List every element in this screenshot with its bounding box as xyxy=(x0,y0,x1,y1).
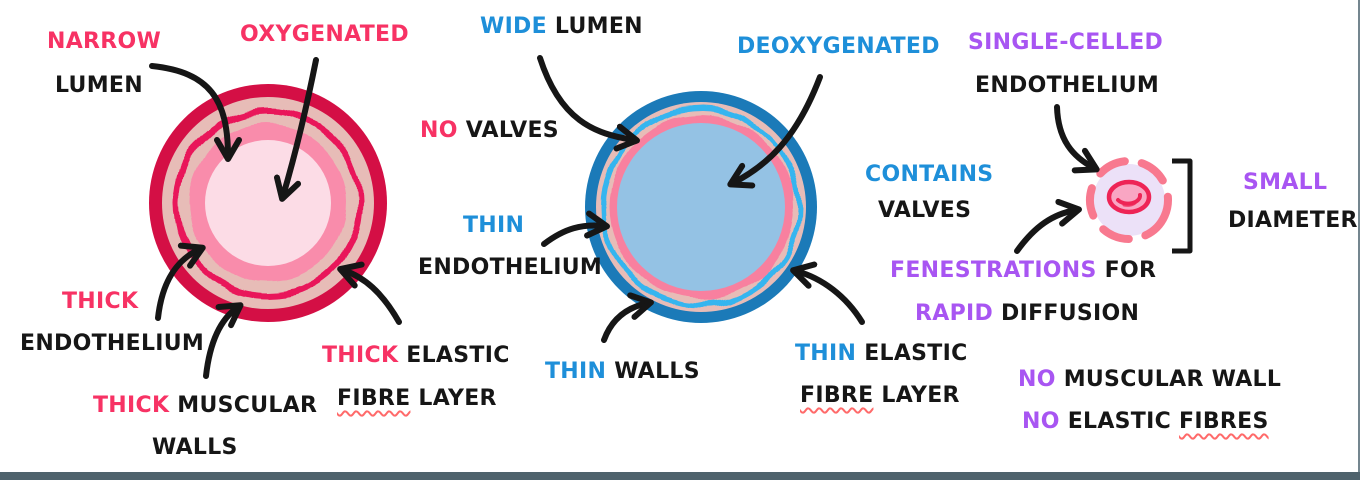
endothelium-text: ENDOTHELIUM xyxy=(418,255,603,280)
arrow-thin-endothelium xyxy=(541,210,610,247)
fibres-text: FIBRES xyxy=(1179,409,1269,434)
label-narrow: NARROW xyxy=(47,31,161,53)
annotation-arrows xyxy=(149,55,1100,379)
no-text: NO xyxy=(1022,409,1060,434)
fibre-text: FIBRE xyxy=(337,386,411,411)
label-thick-muscular-line2: WALLS xyxy=(152,437,238,459)
label-thin-elastic-line2: FIBRE LAYER xyxy=(800,385,960,407)
label-thin-walls: THIN WALLS xyxy=(545,361,700,383)
narrow-text: NARROW xyxy=(47,29,162,54)
page-right-edge xyxy=(1358,0,1360,480)
label-thick-muscular: THICK MUSCULAR xyxy=(93,395,317,417)
diffusion-text: DIFFUSION xyxy=(1001,301,1140,326)
label-single-celled-line2: ENDOTHELIUM xyxy=(975,75,1159,97)
label-wide-lumen: WIDE LUMEN xyxy=(480,16,643,38)
oxygenated-text: OXYGENATED xyxy=(240,22,409,47)
diameter-text: DIAMETER xyxy=(1228,208,1358,233)
artery-lumen xyxy=(205,140,331,266)
capillary-cross-section xyxy=(1086,157,1193,254)
endothelium-text: ENDOTHELIUM xyxy=(975,73,1160,98)
walls-text: WALLS xyxy=(614,359,700,384)
layer-text: LAYER xyxy=(881,383,960,408)
label-rapid-diffusion: RAPID DIFFUSION xyxy=(915,303,1139,325)
no-text: NO xyxy=(1018,367,1056,392)
label-contains-valves-line2: VALVES xyxy=(878,200,971,222)
arrow-thin-elastic-fibre xyxy=(790,261,865,325)
arrow-thick-elastic-fibre xyxy=(337,261,402,325)
thin-text: THIN xyxy=(463,213,525,238)
arrow-deoxygenated xyxy=(727,74,823,189)
muscular-text: MUSCULAR xyxy=(177,393,318,418)
vein-lumen xyxy=(617,123,785,291)
lumen-text: LUMEN xyxy=(554,14,643,39)
artery-elastic-fibre-line xyxy=(173,108,363,298)
label-contains: CONTAINS xyxy=(865,164,993,186)
label-small: SMALL xyxy=(1243,172,1327,194)
label-thin-elastic: THIN ELASTIC xyxy=(795,343,968,365)
label-thick: THICK xyxy=(62,291,138,313)
label-thin: THIN xyxy=(463,215,524,237)
label-fenestrations: FENESTRATIONS FOR xyxy=(890,260,1156,282)
walls-text: WALLS xyxy=(152,435,238,460)
rapid-text: RAPID xyxy=(915,301,994,326)
lumen-text: LUMEN xyxy=(55,73,143,98)
footer-bar xyxy=(0,472,1360,480)
fenestrations-text: FENESTRATIONS xyxy=(890,258,1097,283)
thin-text: THIN xyxy=(795,341,857,366)
thin-text: THIN xyxy=(545,359,607,384)
capillary-wall-dashes xyxy=(1086,157,1172,243)
arrow-wide-lumen xyxy=(537,55,640,152)
label-no-valves: NO VALVES xyxy=(420,120,559,142)
label-thick-elastic-line2: FIBRE LAYER xyxy=(337,388,497,410)
single-celled-text: SINGLE-CELLED xyxy=(968,30,1164,55)
vein-elastic-fibre-line xyxy=(600,106,802,308)
label-oxygenated: OXYGENATED xyxy=(240,24,409,46)
thick-text: THICK xyxy=(322,343,399,368)
muscular-wall-text: MUSCULAR WALL xyxy=(1063,367,1282,392)
vein-cross-section xyxy=(585,91,817,323)
elastic-text: ELASTIC xyxy=(406,343,510,368)
elastic-text: ELASTIC xyxy=(1067,409,1172,434)
arrow-fenestrations xyxy=(1014,198,1082,254)
valves-text: VALVES xyxy=(465,118,559,143)
layer-text: LAYER xyxy=(418,386,497,411)
arrow-thick-muscular-walls xyxy=(203,302,244,379)
label-thick-elastic: THICK ELASTIC xyxy=(322,345,510,367)
label-thick-endothelium-line2: ENDOTHELIUM xyxy=(20,333,204,355)
artery-cross-section xyxy=(149,84,387,322)
label-thin-endothelium-line2: ENDOTHELIUM xyxy=(418,257,602,279)
label-deoxygenated: DEOXYGENATED xyxy=(737,36,940,58)
label-no-elastic-fibres: NO ELASTIC FIBRES xyxy=(1022,411,1269,433)
arrow-thin-walls xyxy=(601,292,654,343)
thick-text: THICK xyxy=(93,393,170,418)
arrow-single-celled-endothelium xyxy=(1054,104,1100,174)
valves-text: VALVES xyxy=(878,198,972,223)
elastic-text: ELASTIC xyxy=(864,341,968,366)
contains-text: CONTAINS xyxy=(865,162,994,187)
thick-text: THICK xyxy=(62,289,139,314)
arrow-narrow-lumen xyxy=(149,63,242,162)
fibre-text: FIBRE xyxy=(800,383,874,408)
small-text: SMALL xyxy=(1243,170,1328,195)
label-small-diameter-line2: DIAMETER xyxy=(1228,210,1358,232)
endothelium-text: ENDOTHELIUM xyxy=(20,331,205,356)
deoxygenated-text: DEOXYGENATED xyxy=(737,34,940,59)
arrow-oxygenated xyxy=(273,57,319,202)
label-narrow-lumen-line2: LUMEN xyxy=(55,75,143,97)
red-blood-cell xyxy=(1106,179,1152,215)
diameter-bracket xyxy=(1172,158,1193,254)
label-no-muscular-wall: NO MUSCULAR WALL xyxy=(1018,369,1281,391)
wide-text: WIDE xyxy=(480,14,547,39)
label-single-celled: SINGLE-CELLED xyxy=(968,32,1163,54)
arrow-thick-endothelium xyxy=(155,242,206,321)
for-text: FOR xyxy=(1104,258,1157,283)
no-text: NO xyxy=(420,118,458,143)
